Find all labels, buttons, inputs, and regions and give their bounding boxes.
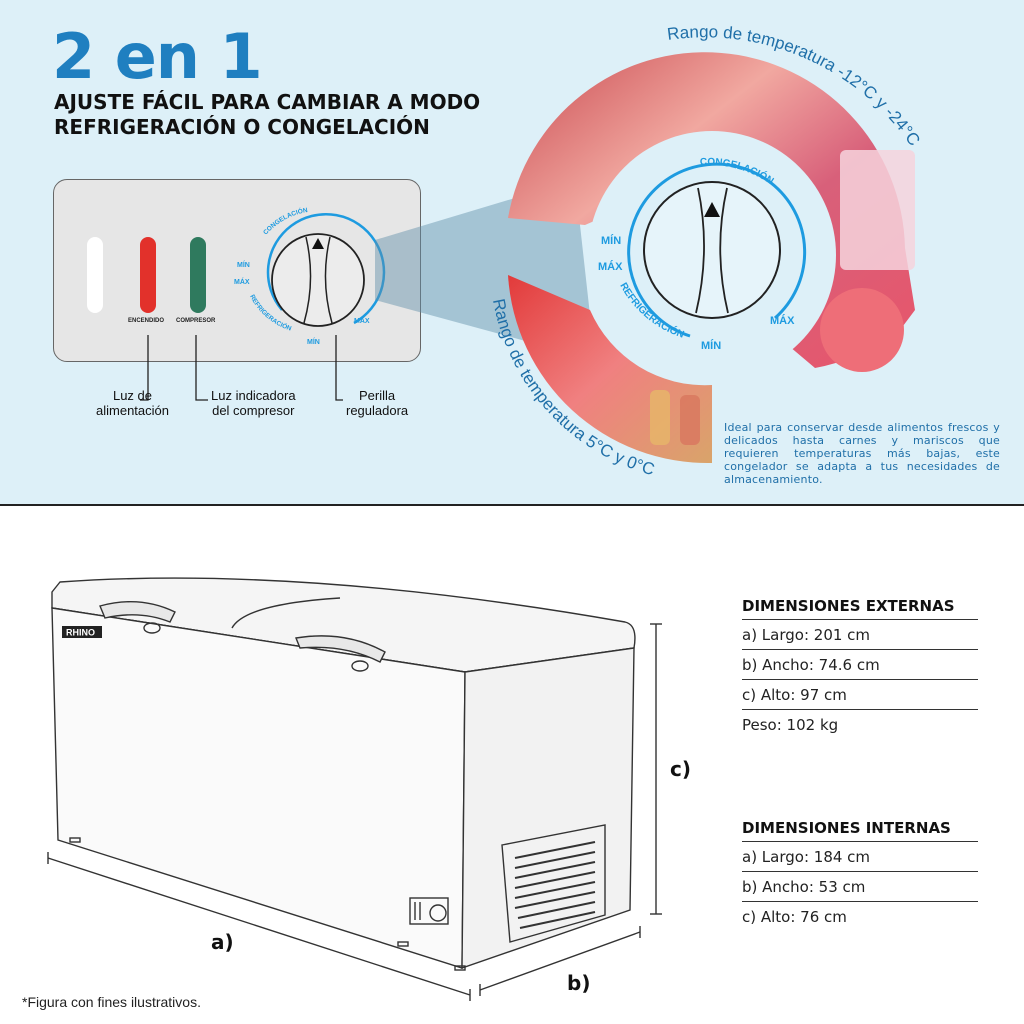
svg-text:MÍN: MÍN — [601, 234, 621, 247]
svg-text:MÁX: MÁX — [354, 316, 370, 325]
svg-text:MÁX: MÁX — [770, 314, 795, 327]
power-light — [87, 237, 103, 313]
spec-row: b) Ancho: 74.6 cm — [742, 649, 978, 680]
spec-row: Peso: 102 kg — [742, 709, 978, 740]
svg-text:MÍN: MÍN — [237, 260, 250, 269]
control-panel: ENCENDIDO COMPRESOR CONGELACIÓN REFRIGER… — [53, 179, 421, 362]
ice-cream-image — [820, 288, 904, 372]
temperature-ring: CONGELACIÓN REFRIGERACIÓN MÍN MÁX MÍN MÁ… — [489, 22, 924, 479]
description: Ideal para conservar desde alimentos fre… — [724, 421, 1000, 486]
brand-badge — [62, 626, 102, 638]
spec-row: a) Largo: 201 cm — [742, 619, 978, 650]
headline: 2 en 1 — [52, 20, 263, 93]
on-light — [140, 237, 156, 313]
dimension-a-label: a) — [211, 930, 234, 954]
external-dimensions-title: DIMENSIONES EXTERNAS — [742, 597, 955, 615]
compressor-light — [190, 237, 206, 313]
compressor-light-label: COMPRESOR — [176, 318, 216, 324]
brand-logo: RHINO — [66, 628, 95, 638]
small-dial: CONGELACIÓN REFRIGERACIÓN MÍN MÁX MÍN MÁ… — [234, 206, 386, 346]
spec-row: a) Largo: 184 cm — [742, 841, 978, 872]
footnote: *Figura con fines ilustrativos. — [22, 994, 201, 1010]
svg-text:MÍN: MÍN — [701, 339, 721, 352]
svg-text:MÁX: MÁX — [234, 277, 250, 286]
popsicle-image — [840, 150, 915, 270]
svg-text:MÍN: MÍN — [307, 337, 320, 346]
spec-row: c) Alto: 76 cm — [742, 901, 978, 932]
spec-row: c) Alto: 97 cm — [742, 679, 978, 710]
dimension-c-label: c) — [670, 757, 691, 781]
dimension-b-label: b) — [567, 971, 591, 995]
feature-banner: 2 en 1 AJUSTE FÁCIL PARA CAMBIAR A MODO … — [0, 0, 1024, 506]
chest-freezer-drawing: RHINO — [47, 577, 662, 1001]
subheadline: AJUSTE FÁCIL PARA CAMBIAR A MODO REFRIGE… — [54, 90, 481, 139]
on-light-label: ENCENDIDO — [128, 318, 165, 324]
internal-dimensions-title: DIMENSIONES INTERNAS — [742, 819, 951, 837]
spec-row: b) Ancho: 53 cm — [742, 871, 978, 902]
svg-text:MÁX: MÁX — [598, 260, 623, 273]
